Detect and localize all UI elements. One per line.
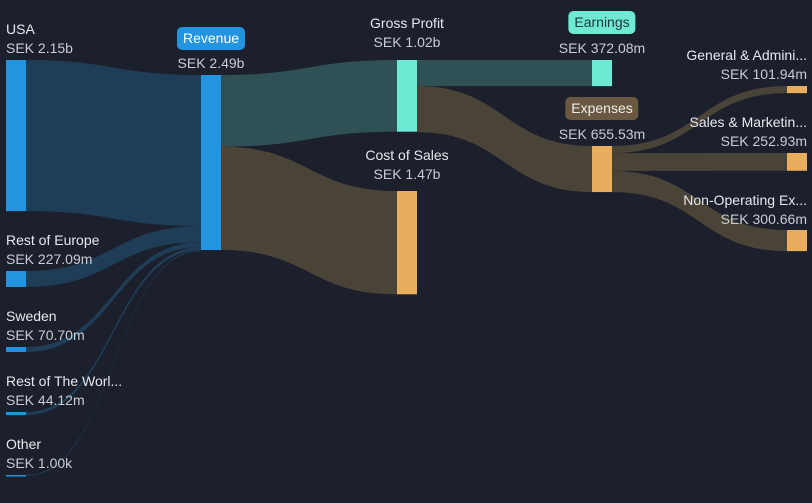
link-revenue-to-cost_of_sales — [221, 146, 397, 295]
node-label-non-operating: Non-Operating Ex... — [683, 192, 807, 208]
node-bar-other — [6, 475, 26, 477]
link-rest_world-to-revenue — [26, 247, 201, 416]
node-label-gross-profit: Gross Profit — [370, 15, 444, 31]
node-bar-expenses — [592, 146, 612, 193]
node-value-other: SEK 1.00k — [6, 455, 73, 471]
node-bar-revenue — [201, 75, 221, 250]
node-bar-gross_profit — [397, 60, 417, 132]
node-label-revenue: Revenue — [176, 27, 246, 50]
node-bar-rest_world — [6, 412, 26, 416]
link-expenses-to-snm — [612, 153, 787, 171]
node-value-cost-of-sales: SEK 1.47b — [373, 166, 441, 182]
node-bar-cost_of_sales — [397, 191, 417, 295]
link-expenses-to-nonop — [612, 170, 787, 252]
node-value-non-operating: SEK 300.66m — [720, 211, 807, 227]
node-bar-rest_europe — [6, 271, 26, 287]
node-label-other: Other — [6, 436, 42, 452]
node-value-rest-of-world: SEK 44.12m — [6, 392, 85, 408]
node-value-gross-profit: SEK 1.02b — [373, 34, 441, 50]
node-label-earnings: Earnings — [568, 11, 636, 34]
node-label-rest-of-world: Rest of The Worl... — [6, 373, 123, 389]
node-value-sweden: SEK 70.70m — [6, 327, 85, 343]
link-other-to-revenue — [26, 250, 201, 476]
node-value-rest-of-europe: SEK 227.09m — [6, 251, 93, 267]
link-revenue-to-gross_profit — [221, 60, 397, 147]
node-bar-nonop — [787, 230, 807, 252]
node-label-cost-of-sales: Cost of Sales — [365, 147, 449, 163]
node-value-sales-marketing: SEK 252.93m — [720, 133, 807, 149]
node-value-expenses: SEK 655.53m — [558, 126, 646, 142]
node-bar-earnings — [592, 60, 612, 87]
node-value-general-admin: SEK 101.94m — [720, 66, 807, 82]
node-label-general-admin: General & Admini... — [686, 47, 807, 63]
link-rest_europe-to-revenue — [26, 226, 201, 287]
link-gross_profit-to-earnings — [417, 60, 592, 87]
node-label-expenses: Expenses — [565, 97, 639, 120]
node-label-sweden: Sweden — [6, 308, 57, 324]
node-label-sales-marketing: Sales & Marketin... — [689, 114, 808, 130]
node-bar-usa — [6, 60, 26, 212]
link-gross_profit-to-expenses — [417, 86, 592, 193]
node-bar-sweden — [6, 347, 26, 352]
node-value-earnings: SEK 372.08m — [558, 40, 646, 56]
node-bar-gna — [787, 86, 807, 94]
node-bar-snm — [787, 153, 807, 171]
link-usa-to-revenue — [26, 60, 201, 227]
node-value-revenue: SEK 2.49b — [177, 55, 245, 71]
link-expenses-to-gna — [612, 86, 787, 154]
node-label-usa: USA — [6, 21, 35, 37]
node-value-usa: SEK 2.15b — [6, 40, 73, 56]
node-label-rest-of-europe: Rest of Europe — [6, 232, 100, 248]
link-sweden-to-revenue — [26, 242, 201, 352]
